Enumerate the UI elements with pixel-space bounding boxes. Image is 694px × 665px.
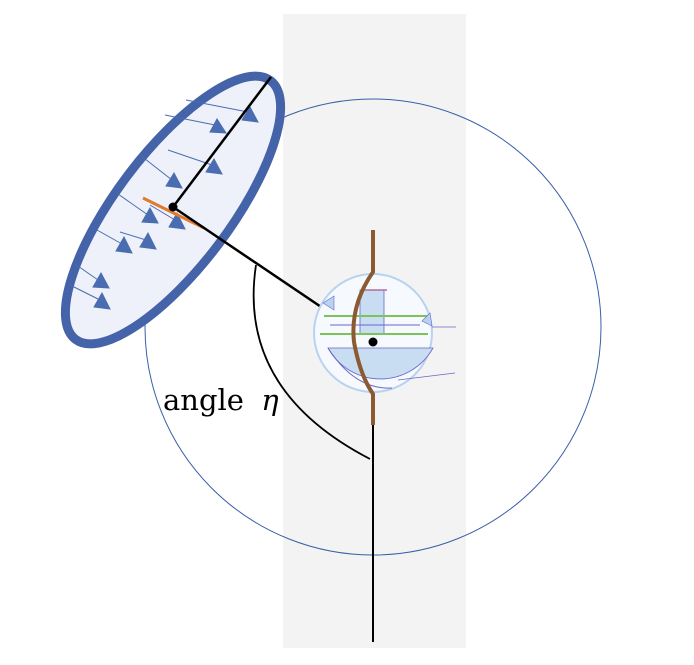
angle-label: angle η	[163, 383, 279, 417]
central-apparatus-icon	[313, 230, 456, 425]
direction-arrows	[69, 99, 259, 310]
ellipse-major-axis	[172, 76, 272, 208]
angle-label-word: angle	[163, 383, 244, 417]
ellipse-minor-axis	[142, 196, 205, 230]
angle-symbol: η	[261, 383, 279, 417]
brown-curve	[351, 230, 375, 425]
apparatus-center-dot	[368, 337, 378, 347]
angle-arc	[252, 264, 371, 460]
planar-source-ellipse	[60, 71, 286, 349]
